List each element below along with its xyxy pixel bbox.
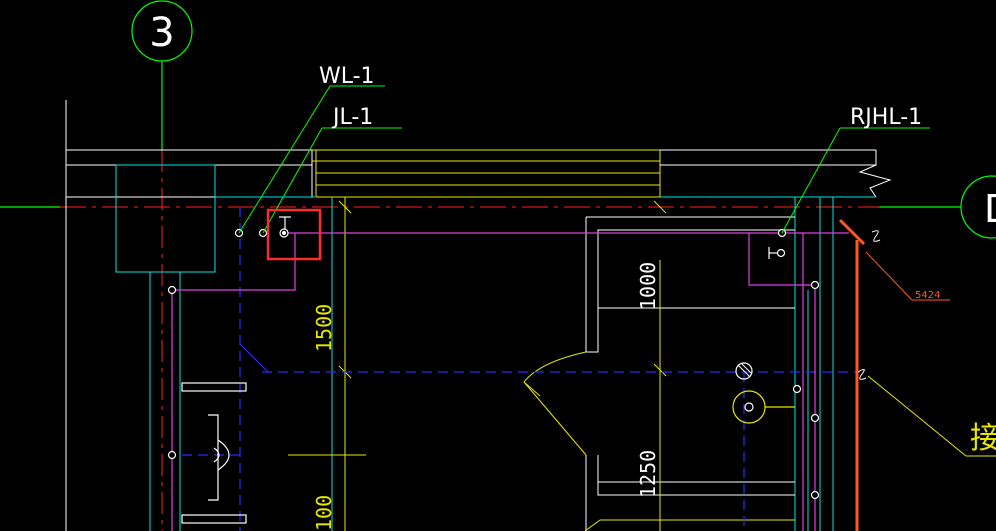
dimension-1500: 1500	[312, 304, 336, 352]
pipe-network	[171, 232, 849, 531]
grid-axis-3[interactable]: 3	[131, 0, 193, 531]
dimension-1000: 1000	[636, 262, 660, 310]
floor-drain	[735, 362, 753, 380]
dimension-vertical-left	[288, 197, 366, 531]
toilet-fixture	[181, 382, 247, 524]
interior-walls-cyan	[215, 196, 876, 531]
annotation-chinese: 接	[867, 375, 996, 457]
door-opening	[585, 216, 795, 531]
wall-top-right	[660, 149, 892, 198]
window-lines-top	[312, 149, 661, 198]
blue-diagonal	[239, 343, 269, 373]
orange-pipe-diag	[838, 218, 866, 246]
label-jl1: JL-1	[331, 105, 373, 130]
selection-highlight-box[interactable]	[266, 208, 322, 261]
annotation-5424: 5424	[865, 251, 950, 301]
label-wl1: WL-1	[319, 64, 375, 89]
label-rjhl1: RJHL-1	[850, 105, 922, 130]
washbasin	[732, 390, 795, 424]
break-symbol-top	[871, 230, 881, 242]
pipe-label-rjhl1[interactable]: RJHL-1	[781, 105, 930, 234]
annotation-5424-text: 5424	[915, 290, 940, 301]
blue-centerlines	[182, 207, 860, 531]
pipe-label-jl1[interactable]: JL-1	[262, 105, 402, 234]
structural-column	[115, 164, 216, 531]
dimension-partial: 100	[312, 495, 336, 531]
pipe-label-wl1[interactable]: WL-1	[238, 64, 385, 234]
axis-label-3: 3	[149, 10, 174, 56]
pipe-risers	[167, 228, 820, 500]
grid-axis-d[interactable]: D	[878, 175, 996, 239]
axis-label-d: D	[984, 187, 996, 231]
door-swing	[523, 200, 795, 531]
annotation-chinese-text: 接	[970, 421, 996, 456]
dimension-1250: 1250	[636, 450, 660, 498]
valve-symbols	[279, 216, 777, 259]
break-symbol-mid	[857, 368, 867, 380]
